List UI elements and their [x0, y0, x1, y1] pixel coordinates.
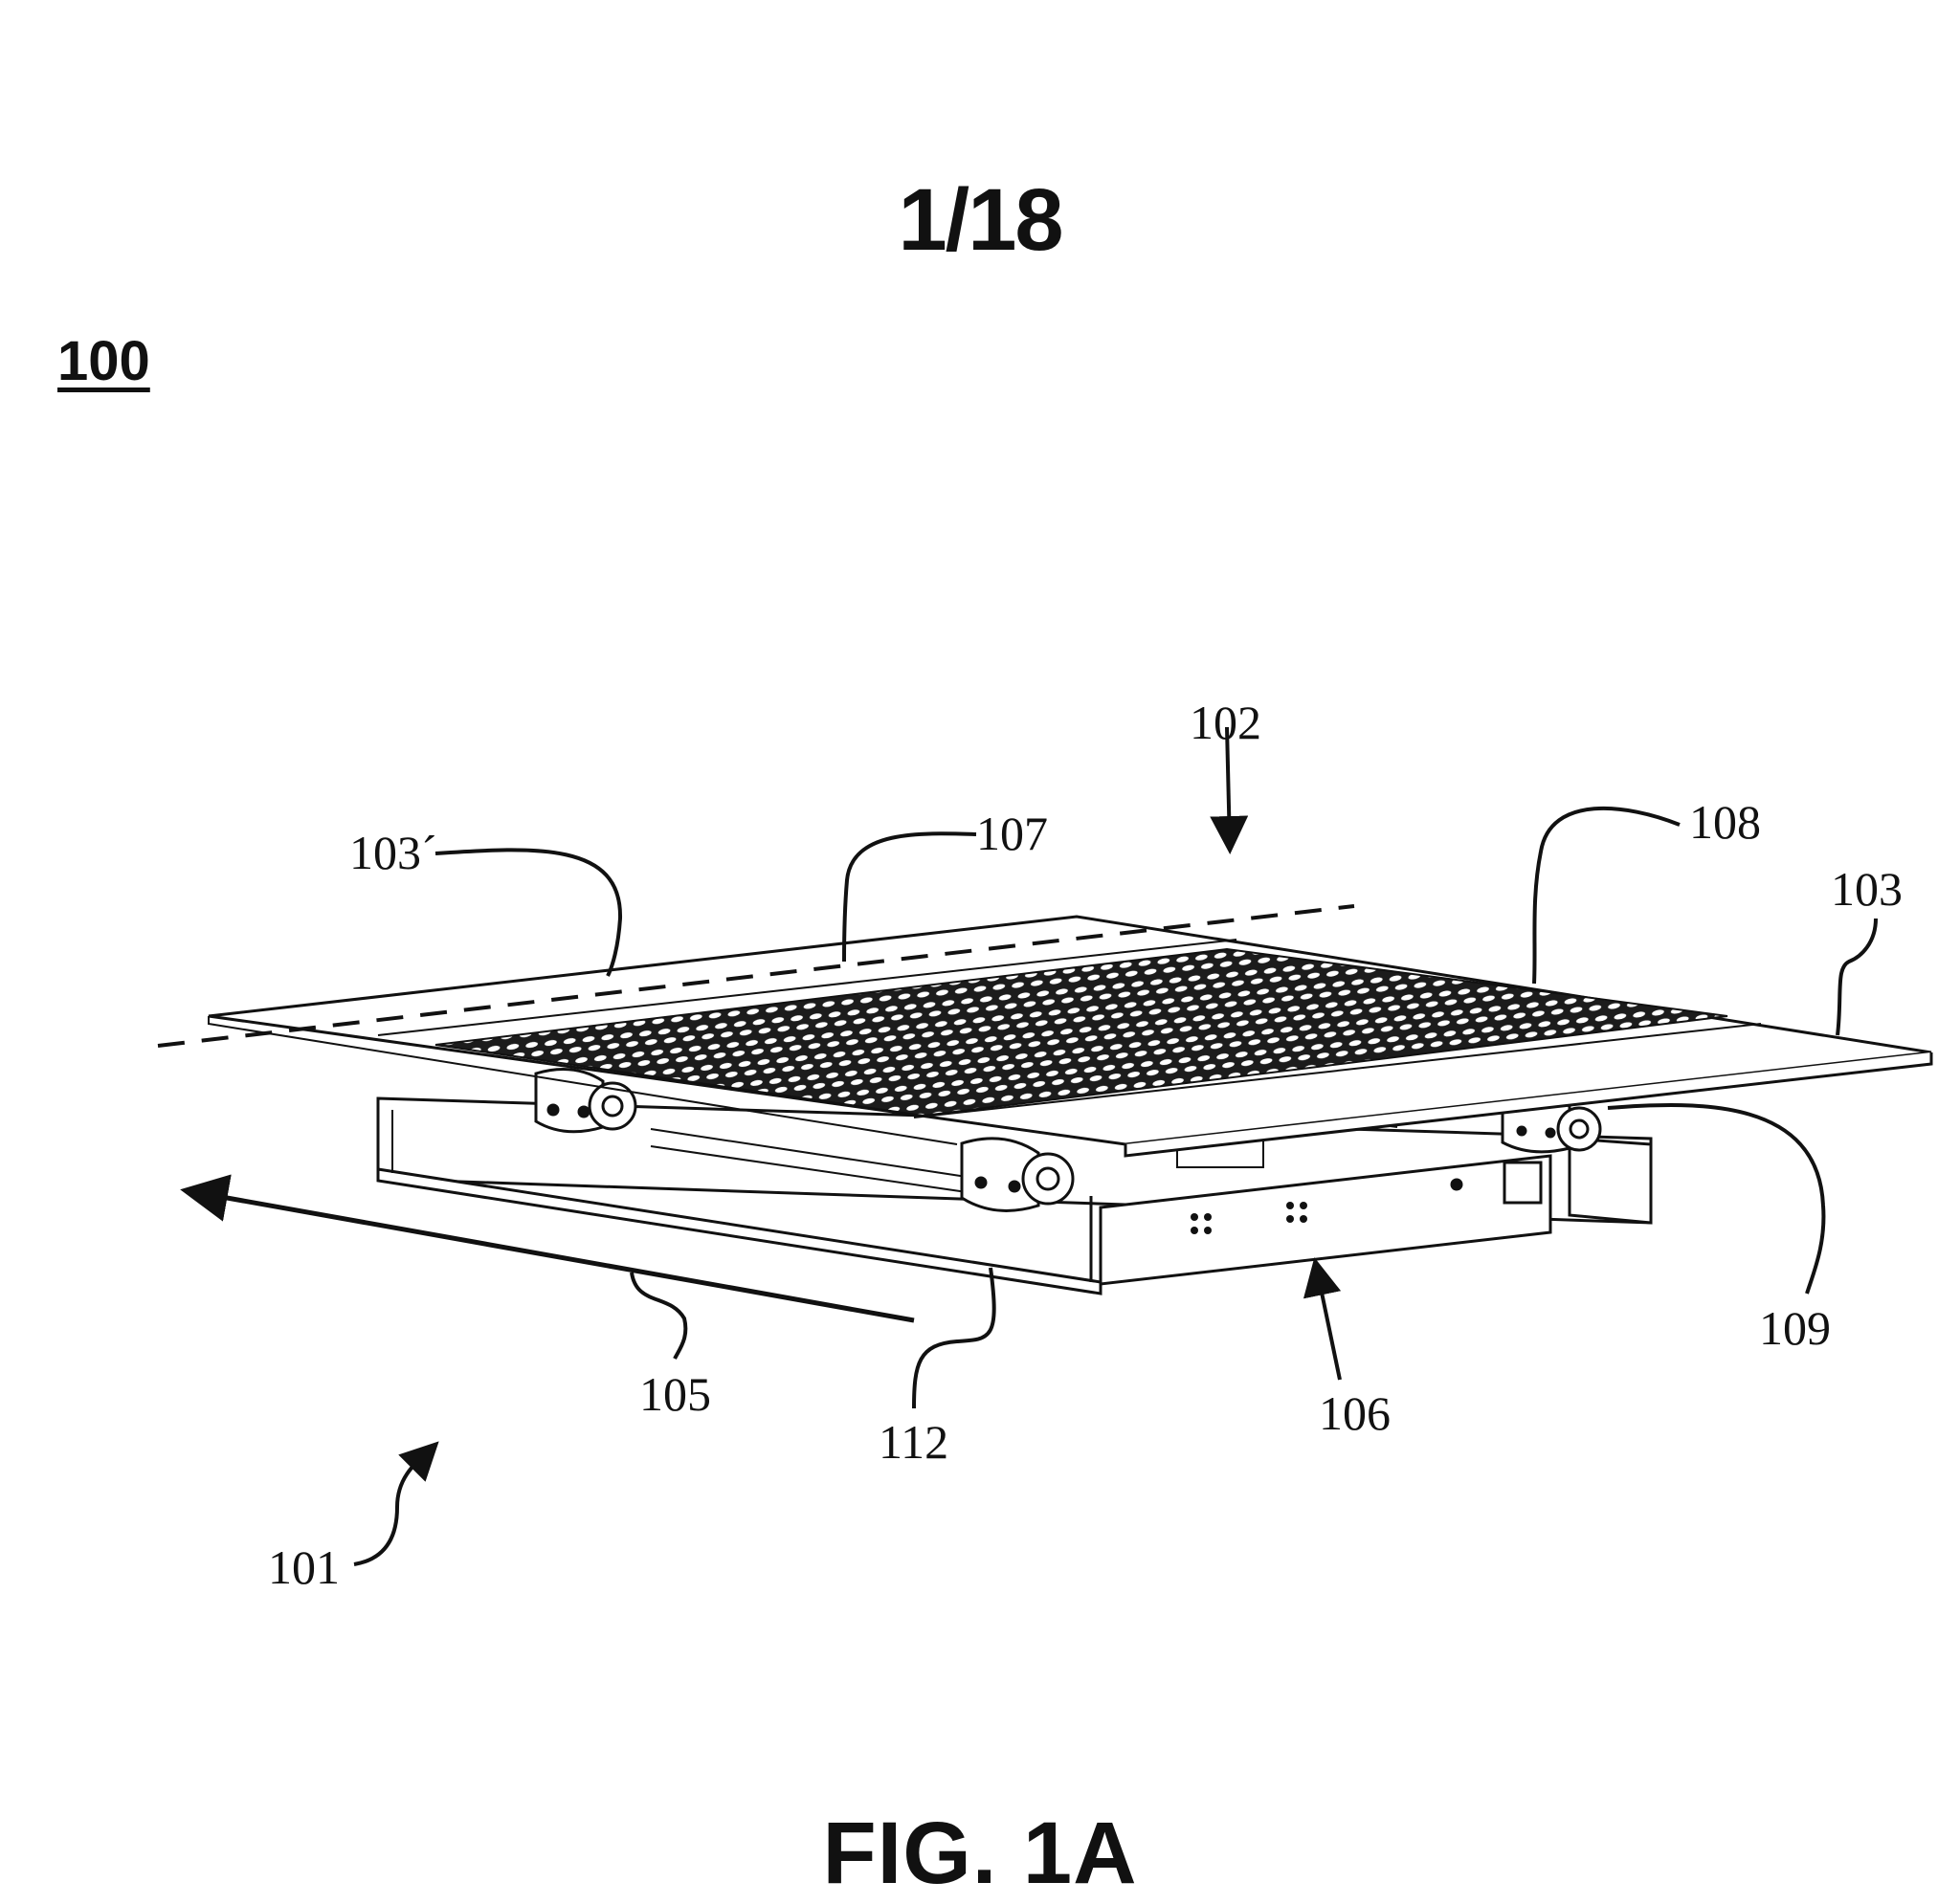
pad-array-108: [434, 947, 1728, 1118]
callout-108: 108: [1689, 795, 1761, 849]
figure-reference-number: 100: [57, 330, 150, 392]
callout-105: 105: [639, 1367, 711, 1421]
callout-107: 107: [976, 807, 1048, 860]
callout-112: 112: [879, 1415, 948, 1469]
figure-caption: FIG. 1A: [822, 1804, 1138, 1902]
callout-106: 106: [1319, 1386, 1391, 1440]
callout-103: 103: [1831, 862, 1903, 916]
leader-lines: [353, 726, 1878, 1566]
reference-numerals: 102 103´ 107 108 103 109 105 106 112 101: [268, 696, 1903, 1594]
roller-left-front: [960, 1137, 1075, 1212]
callout-103-prime: 103´: [349, 826, 437, 879]
sheet-number: 1/18: [898, 171, 1063, 269]
axis-dashed-line: [157, 904, 1355, 1048]
direction-arrow-105: [180, 1174, 915, 1323]
callout-109: 109: [1759, 1301, 1831, 1355]
callout-102: 102: [1190, 696, 1261, 749]
callout-101: 101: [268, 1540, 340, 1594]
